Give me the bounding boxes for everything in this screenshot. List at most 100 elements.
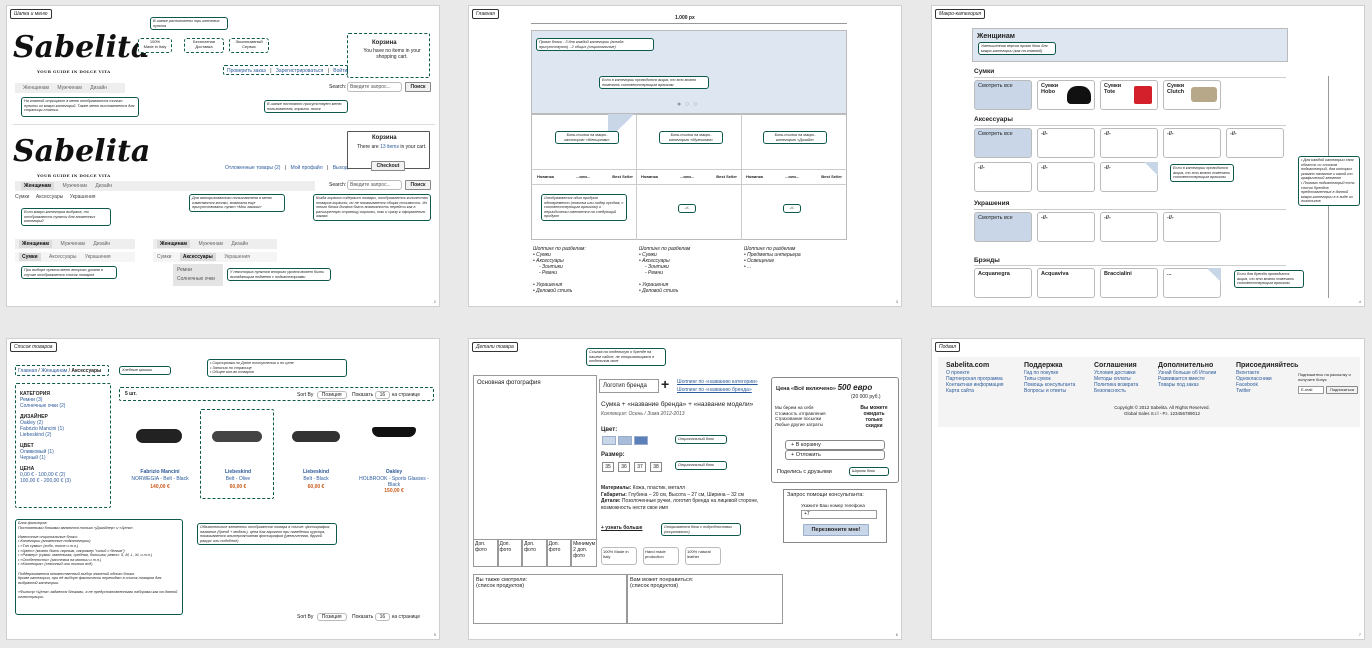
extra-photo[interactable]: Доп. фото (522, 539, 547, 567)
sub-bags[interactable]: Сумки (15, 194, 30, 200)
tab-new[interactable]: Новинка (537, 174, 554, 179)
size-option[interactable]: 36 (618, 462, 630, 472)
sub-accessories[interactable]: Аксессуары (35, 194, 64, 200)
email-input[interactable]: E-mail (1298, 386, 1324, 394)
size-option[interactable]: 35 (602, 462, 614, 472)
crumb-home[interactable]: Главная (18, 368, 38, 374)
footer-link[interactable]: Партнерская программа (946, 376, 1003, 382)
filter-option[interactable]: 100,00 € - 200,00 € (3) (20, 478, 71, 484)
footer-link[interactable]: Twitter (1236, 388, 1251, 394)
nav-design[interactable]: Дизайн (90, 85, 108, 91)
search-input[interactable]: Введите запрос... (347, 82, 402, 92)
tab-new-3[interactable]: Новинка (746, 174, 763, 179)
crumb-women[interactable]: Женщинам (41, 368, 68, 374)
brand-cell[interactable]: Braccialini (1100, 268, 1158, 298)
shop-1-item[interactable]: • Аксессуары (533, 258, 564, 264)
shop-category-link[interactable]: Шоппинг по «названию категории» (677, 379, 758, 385)
brand-cell[interactable]: Acquaviva (1037, 268, 1095, 298)
shop-1-item[interactable]: • Украшения (533, 282, 563, 288)
shop-3-item[interactable]: • Освещение (744, 258, 775, 264)
product-brand[interactable]: Oakley (385, 469, 403, 475)
acc-cell[interactable]: -//- (1037, 162, 1095, 192)
filter-option[interactable]: Fabrizio Mancini (1) (20, 426, 64, 432)
color-swatch[interactable] (634, 436, 648, 445)
product-name[interactable]: Belt - Black (303, 476, 329, 482)
dropdown-sunglasses[interactable]: Солнечные очки (177, 276, 215, 282)
product-brand[interactable]: Liebeskind (224, 469, 252, 475)
acc-cell[interactable]: -//- (1163, 128, 1221, 158)
nav-design-4[interactable]: Дизайн (231, 241, 249, 247)
product-name[interactable]: NORWEGIA - Belt - Black (131, 476, 189, 482)
shop-brand-link[interactable]: Шоппинг по «названию бренда» (677, 387, 752, 393)
jewelry-cell[interactable]: -//- (1037, 212, 1095, 242)
check-order-link[interactable]: Проверить заказ (227, 68, 266, 74)
product-name[interactable]: Belt - Olive (225, 476, 251, 482)
slider-dots[interactable]: ● ○ ○ (677, 101, 699, 108)
size-option[interactable]: 38 (650, 462, 662, 472)
nav-design-2[interactable]: Дизайн (95, 183, 113, 189)
filter-option[interactable]: Liebeskind (2) (20, 432, 52, 438)
acc-cell[interactable]: -//- (1226, 128, 1284, 158)
bags-hobo[interactable]: Сумки Hobo (1037, 80, 1095, 110)
extra-photo[interactable]: Доп. фото (473, 539, 498, 567)
sort-select[interactable]: Позиция (316, 391, 347, 399)
nav-women[interactable]: Женщинам (23, 85, 49, 91)
callback-button[interactable]: Перезвоните мне! (803, 524, 869, 536)
bags-clutch[interactable]: Сумки Clutch (1163, 80, 1221, 110)
filter-option[interactable]: Оливковый (1) (20, 449, 54, 455)
sort-select-bottom[interactable]: Позиция (316, 613, 347, 621)
acc-view-all[interactable]: Смотреть все (974, 128, 1032, 158)
search-button[interactable]: Поиск (405, 82, 431, 92)
footer-link[interactable]: Товары под заказ (1158, 382, 1199, 388)
extra-photo[interactable]: Минимум 2 доп. фото (571, 539, 598, 567)
product-brand[interactable]: Liebeskind (302, 469, 330, 475)
product-card[interactable]: Oakley HOLBROOK - Sports Glasses - Black… (358, 409, 430, 497)
filter-option[interactable]: 0,00 € - 100,00 € (2) (20, 472, 66, 478)
logo[interactable]: Sabelita (13, 30, 151, 65)
filter-option[interactable]: Ремни (3) (20, 397, 43, 403)
nav-men[interactable]: Мужчинам (57, 85, 82, 91)
filter-option[interactable]: Солнечные очки (2) (20, 403, 66, 409)
acc-cell[interactable]: -//- (1037, 128, 1095, 158)
shop-2-item[interactable]: - Зонтики (645, 264, 669, 270)
footer-link[interactable]: Вконтакте (1236, 370, 1260, 376)
shop-1-item[interactable]: • Сумки (533, 252, 551, 258)
phone-input[interactable]: +7 (801, 510, 877, 519)
learn-more-link[interactable]: + узнать больше (601, 525, 643, 531)
size-option[interactable]: 37 (634, 462, 646, 472)
shop-1-item[interactable]: - Ремни (539, 270, 558, 276)
filter-option[interactable]: Черный (1) (20, 455, 46, 461)
search-input-2[interactable]: Введите запрос... (347, 180, 402, 190)
brand-logo[interactable]: Логотип бренда (599, 379, 659, 393)
sub-bags-active[interactable]: Сумки (19, 253, 41, 261)
register-link[interactable]: Зарегистрироваться (275, 68, 324, 74)
jewelry-view-all[interactable]: Смотреть все (974, 212, 1032, 242)
brand-cell[interactable]: ... (1163, 268, 1221, 298)
footer-link[interactable]: Карта сайта (946, 388, 974, 394)
sub-jewelry-3[interactable]: Украшения (84, 254, 111, 260)
product-brand[interactable]: Fabrizio Mancini (140, 469, 180, 475)
jewelry-cell[interactable]: -//- (1100, 212, 1158, 242)
shop-1-item[interactable]: - Зонтики (539, 264, 563, 270)
dropdown-belts[interactable]: Ремни (177, 267, 192, 273)
nav-women-3[interactable]: Женщинам (19, 240, 53, 248)
shop-2-item[interactable]: • Деловой стиль (639, 288, 679, 294)
per-page-select[interactable]: 16 (374, 391, 391, 399)
nav-women-4[interactable]: Женщинам (157, 240, 191, 248)
acc-cell[interactable]: -//- (1100, 128, 1158, 158)
nav-women-active[interactable]: Женщинам (21, 182, 55, 190)
seen-products[interactable]: Вы также смотрели: (список продуктов) (473, 574, 627, 624)
footer-link[interactable]: Facebook (1236, 382, 1258, 388)
color-swatch[interactable] (602, 436, 616, 445)
nav-men-4[interactable]: Мужчинам (198, 241, 223, 247)
logo-2[interactable]: Sabelita (13, 134, 151, 169)
nav-design-3[interactable]: Дизайн (93, 241, 111, 247)
defer-button[interactable]: + Отложить (785, 450, 885, 460)
footer-link[interactable]: Развивается вместе (1158, 376, 1205, 382)
footer-link[interactable]: О проекте (946, 370, 970, 376)
shop-2-item[interactable]: - Ремни (645, 270, 664, 276)
recommended-products[interactable]: Вам может понравиться: (список продуктов… (627, 574, 783, 624)
bags-view-all[interactable]: Смотреть все (974, 80, 1032, 110)
per-page-select-bottom[interactable]: 16 (374, 613, 391, 621)
cart-items-link[interactable]: 13 items (380, 144, 399, 150)
